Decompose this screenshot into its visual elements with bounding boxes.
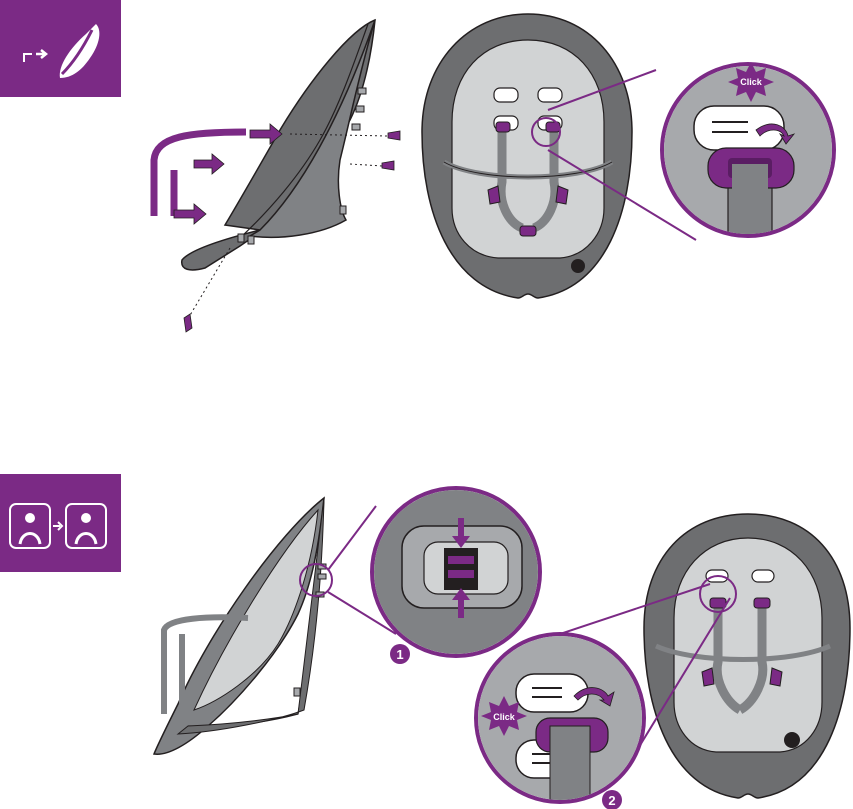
reclined-seat-icon [0,0,121,97]
callout-label-1: 1 [396,647,403,662]
step1-icon-box [0,0,121,97]
click-label: Click [493,712,516,722]
step1-zoom-callout: Click [536,40,853,280]
frame-bar [154,132,246,216]
click-label: Click [740,77,763,87]
step2-icon-box [0,474,121,572]
infant-harness-switch-icon [0,474,121,572]
callout-label-2: 2 [608,793,615,808]
step1-seat-side-view [150,10,410,340]
step2-strap-zoom: Click 2 [470,578,770,808]
